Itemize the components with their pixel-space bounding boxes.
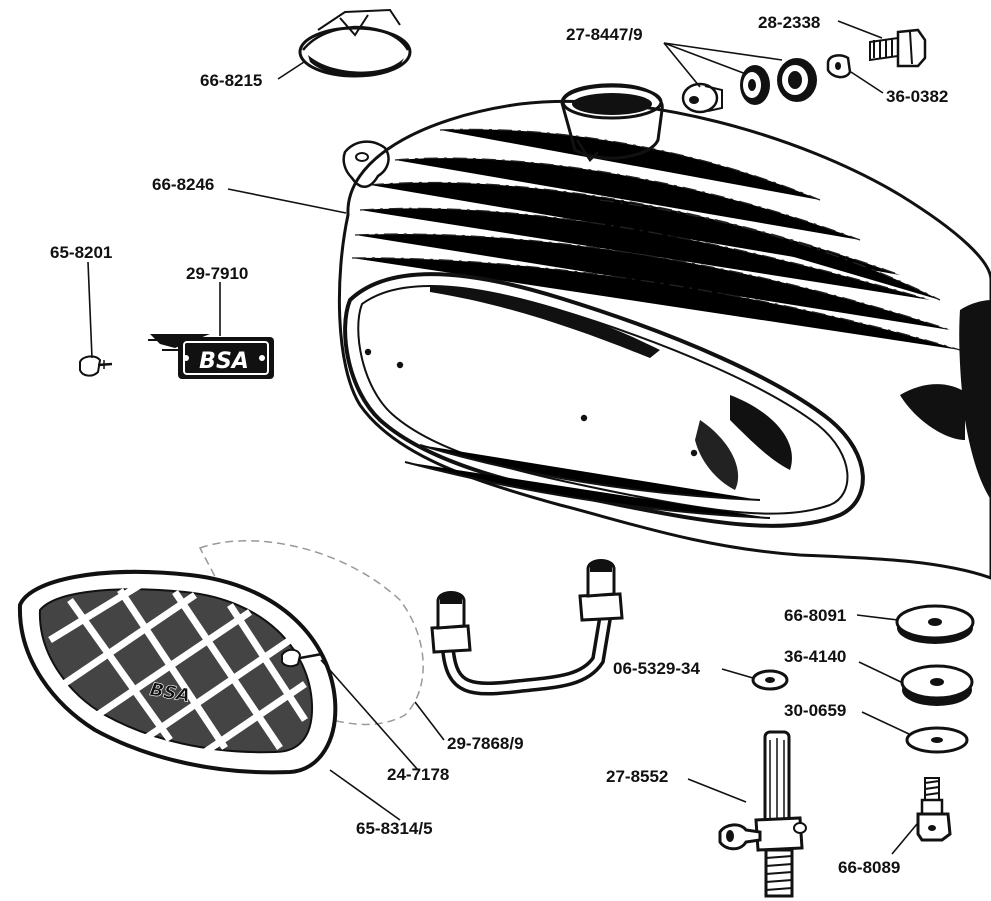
- label-fuel-tap: 27-8552: [606, 767, 668, 786]
- label-rubber-2: 36-4140: [784, 647, 846, 666]
- knee-grip-panel-drawing: BSA: [17, 540, 424, 775]
- nut-drawing: [826, 54, 852, 79]
- label-bsa-badge: 29-7910: [186, 264, 248, 283]
- badge-screw-drawing: [79, 355, 113, 377]
- screw-drawing: [869, 28, 927, 68]
- small-washer-drawing: [751, 669, 789, 691]
- label-flat-washer: 30-0659: [784, 701, 846, 720]
- fuel-tap-drawing: [718, 730, 807, 898]
- rubber-1-drawing: [895, 604, 975, 644]
- bsa-badge-drawing: BSA: [148, 334, 274, 379]
- label-mounting-bolt: 66-8089: [838, 858, 900, 877]
- label-cap-washers: 27-8447/9: [566, 25, 643, 44]
- cap-washers-drawing: [681, 58, 817, 114]
- label-panel-screw: 24-7178: [387, 765, 449, 784]
- label-filler-cap: 66-8215: [200, 71, 262, 90]
- mounting-bolt-drawing: [916, 777, 952, 842]
- label-badge-screw: 65-8201: [50, 243, 112, 262]
- rubber-2-drawing: [900, 664, 974, 706]
- label-knee-grip-panel: 65-8314/5: [356, 819, 433, 838]
- bsa-badge-text: BSA: [199, 349, 249, 374]
- fuel-tank-drawing: [337, 83, 991, 580]
- filler-cap-drawing: [298, 8, 412, 78]
- label-screw: 28-2338: [758, 13, 820, 32]
- label-small-washer: 06-5329-34: [613, 659, 701, 678]
- flat-washer-drawing: [905, 726, 969, 754]
- label-tank: 66-8246: [152, 175, 214, 194]
- panel-screw-drawing: [281, 648, 323, 668]
- label-rubber-1: 66-8091: [784, 606, 846, 625]
- label-nut: 36-0382: [886, 87, 948, 106]
- part-labels: 66-8215 27-8447/9 28-2338 36-0382 66-824…: [50, 13, 948, 877]
- label-balance-pipe: 29-7868/9: [447, 734, 524, 753]
- leader-lines: [87, 20, 918, 855]
- balance-pipe-drawing: [430, 559, 624, 696]
